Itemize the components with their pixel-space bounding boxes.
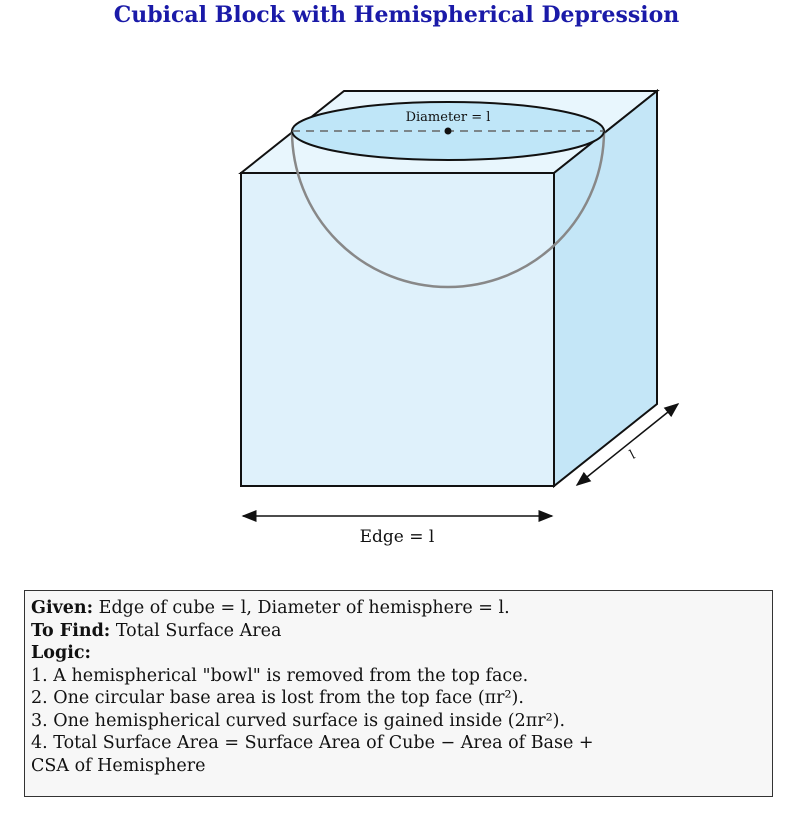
logic-step: CSA of Hemisphere: [31, 755, 206, 776]
logic-step: 2. One circular base area is lost from t…: [31, 688, 524, 708]
given-text: Edge of cube = l, Diameter of hemisphere…: [98, 598, 510, 618]
diameter-label: Diameter = l: [406, 110, 491, 125]
edge-label: Edge = l: [360, 527, 435, 547]
depth-arrow: [575, 403, 680, 486]
hemisphere-curve: [290, 130, 606, 289]
find-label: To Find:: [31, 620, 111, 641]
logic-line: Logic:: [31, 642, 766, 665]
given-label: Given:: [31, 598, 94, 618]
logic-step: 1. A hemispherical "bowl" is removed fro…: [31, 665, 529, 686]
find-line: To Find: Total Surface Area: [31, 620, 766, 643]
logic-step: 3. One hemispherical curved surface is g…: [31, 710, 566, 731]
cube-front-face: [240, 172, 555, 487]
diagram-title: Cubical Block with Hemispherical Depress…: [113, 2, 680, 28]
cube-diagram: Diameter = l Edge = l l: [238, 88, 680, 547]
solution-box: Given: Edge of cube = l, Diameter of hem…: [24, 590, 773, 797]
depth-label: l: [627, 448, 640, 462]
logic-label: Logic:: [31, 643, 91, 663]
given-line: Given: Edge of cube = l, Diameter of hem…: [31, 597, 766, 620]
center-point: [444, 127, 452, 135]
logic-step: 4. Total Surface Area = Surface Area of …: [31, 733, 594, 753]
find-text: Total Surface Area: [115, 620, 282, 641]
